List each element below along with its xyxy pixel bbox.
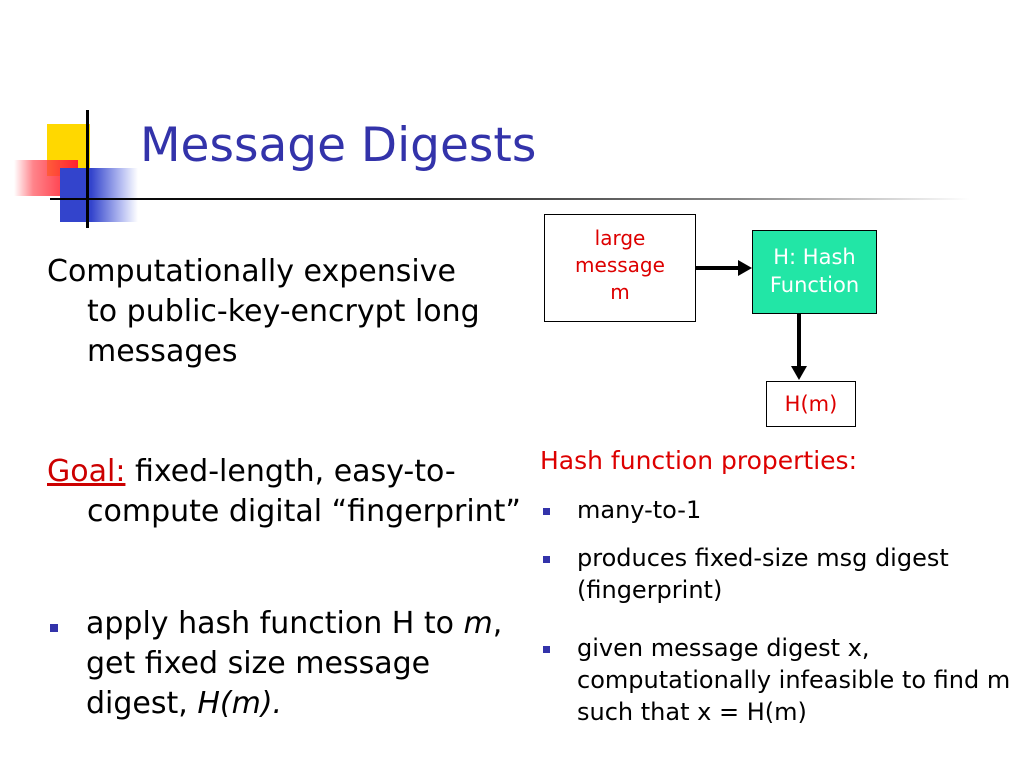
intro-paragraph: Computationally expensive to public-key-… [47, 254, 480, 369]
hash-function-box: H: Hash Function [752, 230, 877, 314]
arrow-right-icon [738, 260, 752, 276]
hash-box-line2: Function [769, 273, 860, 297]
hash-bullet-part1: apply hash function H to [86, 606, 464, 641]
hash-bullet-text: apply hash function H to m, get fixed si… [86, 604, 506, 724]
logo-vertical-line [86, 110, 89, 228]
property-item: many-to-1 [577, 496, 702, 524]
arrow-down-icon [791, 366, 807, 380]
property-item: given message digest x, computationally … [577, 634, 1011, 726]
bullet-square-icon [543, 646, 550, 653]
properties-heading: Hash function properties: [540, 446, 858, 475]
title-underline [50, 198, 970, 200]
large-message-line3: m [610, 280, 630, 304]
arrow-right-line [696, 266, 740, 270]
hash-box-line1: H: Hash [773, 245, 856, 269]
goal-label: Goal: [47, 454, 126, 489]
hash-output-box: H(m) [766, 381, 856, 427]
hash-bullet-m: m [463, 606, 493, 641]
hash-bullet-hm: H(m). [197, 686, 283, 721]
goal-paragraph: Goal: fixed-length, easy-to-compute digi… [47, 452, 527, 532]
bullet-square-icon [50, 624, 58, 632]
goal-text: fixed-length, easy-to-compute digital “f… [87, 454, 521, 529]
large-message-box: large message m [544, 214, 696, 322]
arrow-down-line [797, 314, 801, 368]
bullet-square-icon [543, 556, 550, 563]
logo-blue-block [60, 168, 138, 222]
slide-title: Message Digests [140, 118, 537, 173]
bullet-square-icon [543, 508, 550, 515]
property-item: produces fixed-size msg digest (fingerpr… [577, 544, 949, 604]
hash-bullet-part2: , get fixed size message digest, [86, 606, 503, 721]
large-message-line1: large [594, 226, 646, 250]
large-message-line2: message [575, 253, 665, 277]
